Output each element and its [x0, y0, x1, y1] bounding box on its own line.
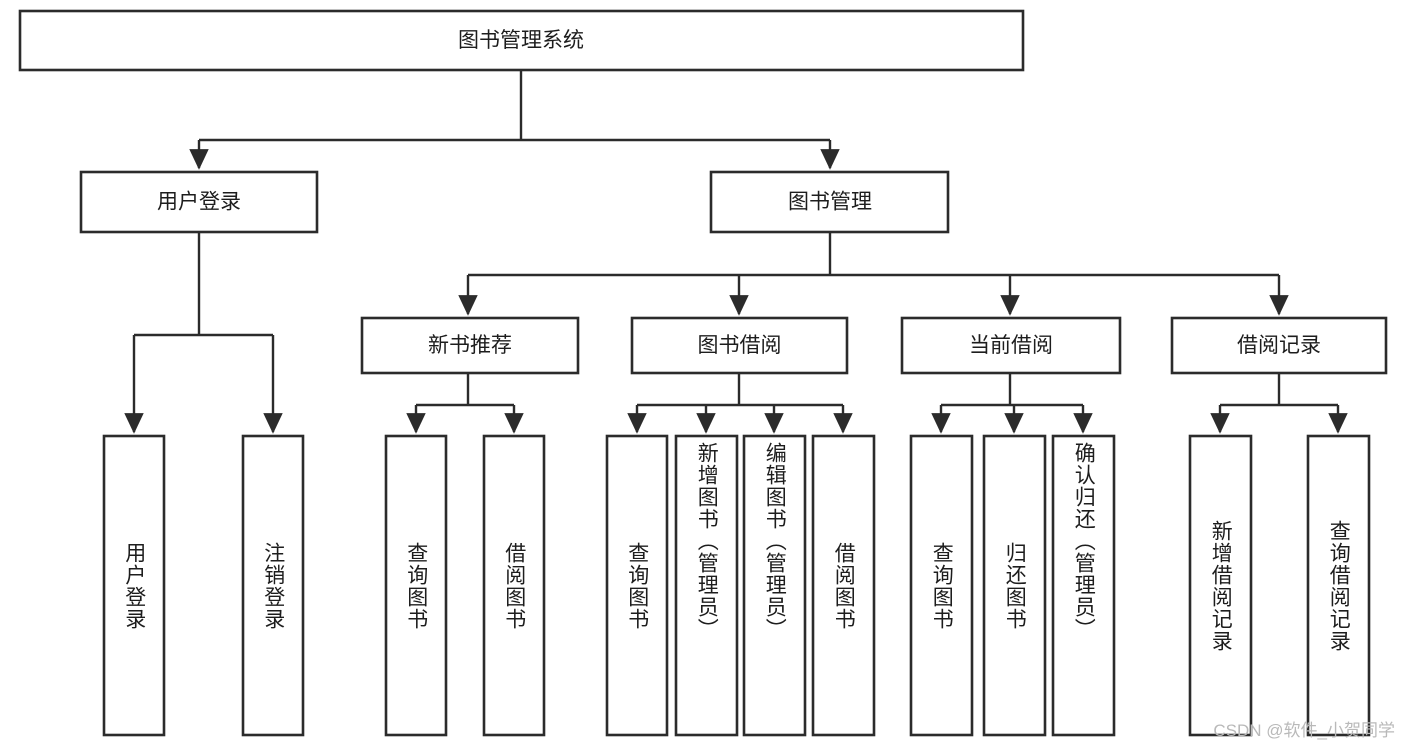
connector-current-to-leaves: [931, 373, 1093, 434]
leaf-node-query-borrow-record[interactable]: [1306, 434, 1371, 737]
node-current-borrow-label: 当前借阅: [969, 334, 1053, 357]
leaf-node-user-login[interactable]: [102, 434, 166, 737]
leaf-node-return-book[interactable]: [982, 434, 1047, 737]
connector-borrow-to-leaves: [627, 373, 853, 434]
node-user-login-label: 用户登录: [157, 191, 241, 214]
connector-record-to-leaves: [1210, 373, 1348, 434]
connector-userlogin-to-leaves: [124, 232, 283, 434]
node-borrow-record[interactable]: 借阅记录: [1170, 316, 1388, 375]
connector-bookmgmt-to-level3: [458, 232, 1289, 316]
leaf-node-query-book-borrow[interactable]: [605, 434, 669, 737]
node-book-management-label: 图书管理: [788, 191, 872, 214]
leaf-node-add-borrow-record[interactable]: [1188, 434, 1253, 737]
leaf-node-confirm-return-admin[interactable]: [1051, 434, 1116, 737]
leaf-node-edit-book-admin[interactable]: [742, 434, 807, 737]
leaf-node-borrow-book[interactable]: [811, 434, 876, 737]
leaf-node-query-book-current[interactable]: [909, 434, 974, 737]
node-book-borrow[interactable]: 图书借阅: [630, 316, 849, 375]
connector-newbook-to-leaves: [406, 373, 524, 434]
node-user-login[interactable]: 用户登录: [79, 170, 319, 234]
node-borrow-record-label: 借阅记录: [1237, 334, 1321, 357]
node-book-management[interactable]: 图书管理: [709, 170, 950, 234]
connector-root-to-level2: [189, 70, 840, 170]
node-current-borrow[interactable]: 当前借阅: [900, 316, 1122, 375]
node-new-book-recommend-label: 新书推荐: [428, 334, 512, 357]
leaf-node-borrow-book-recommend[interactable]: [482, 434, 546, 737]
node-new-book-recommend[interactable]: 新书推荐: [360, 316, 580, 375]
node-root[interactable]: 图书管理系统: [18, 9, 1025, 72]
leaf-node-add-book-admin[interactable]: [674, 434, 739, 737]
leaf-node-query-book-recommend[interactable]: [384, 434, 448, 737]
leaf-node-logout[interactable]: [241, 434, 305, 737]
node-book-borrow-label: 图书借阅: [698, 334, 782, 357]
node-root-label: 图书管理系统: [458, 29, 584, 52]
